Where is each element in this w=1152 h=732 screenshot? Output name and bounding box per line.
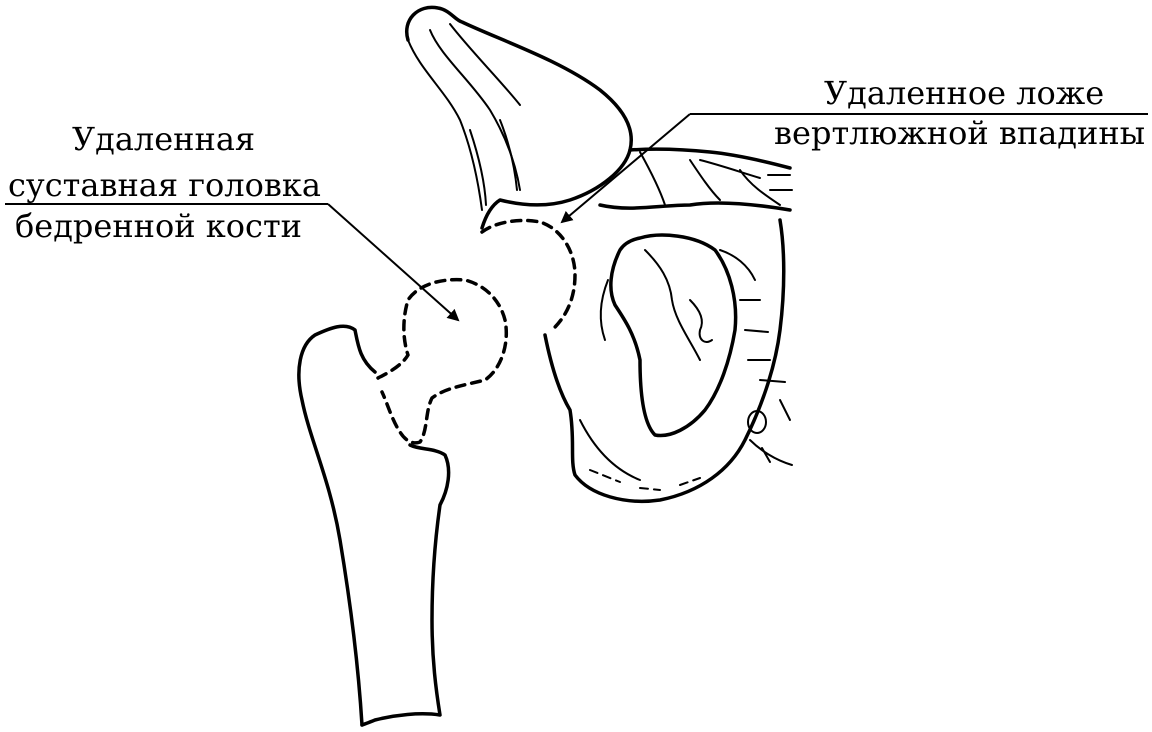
label-femoral-head-line3: бедренной кости xyxy=(15,207,302,245)
label-acetabulum-line2: вертлюжной впадины xyxy=(774,114,1145,152)
femoral-head-pointer xyxy=(5,203,460,322)
acetabulum-pointer xyxy=(560,113,1148,224)
pubis-ischium xyxy=(543,147,793,503)
femur xyxy=(297,324,451,727)
label-femoral-head-line2: суставная головка xyxy=(8,166,321,204)
label-femoral-head-line1: Удаленная xyxy=(72,120,255,158)
acetabulum-dashed-outline xyxy=(480,218,577,332)
ilium xyxy=(405,5,633,230)
femoral-head-dashed-outline xyxy=(376,277,508,445)
label-acetabulum-line1: Удаленное ложе xyxy=(824,74,1104,112)
